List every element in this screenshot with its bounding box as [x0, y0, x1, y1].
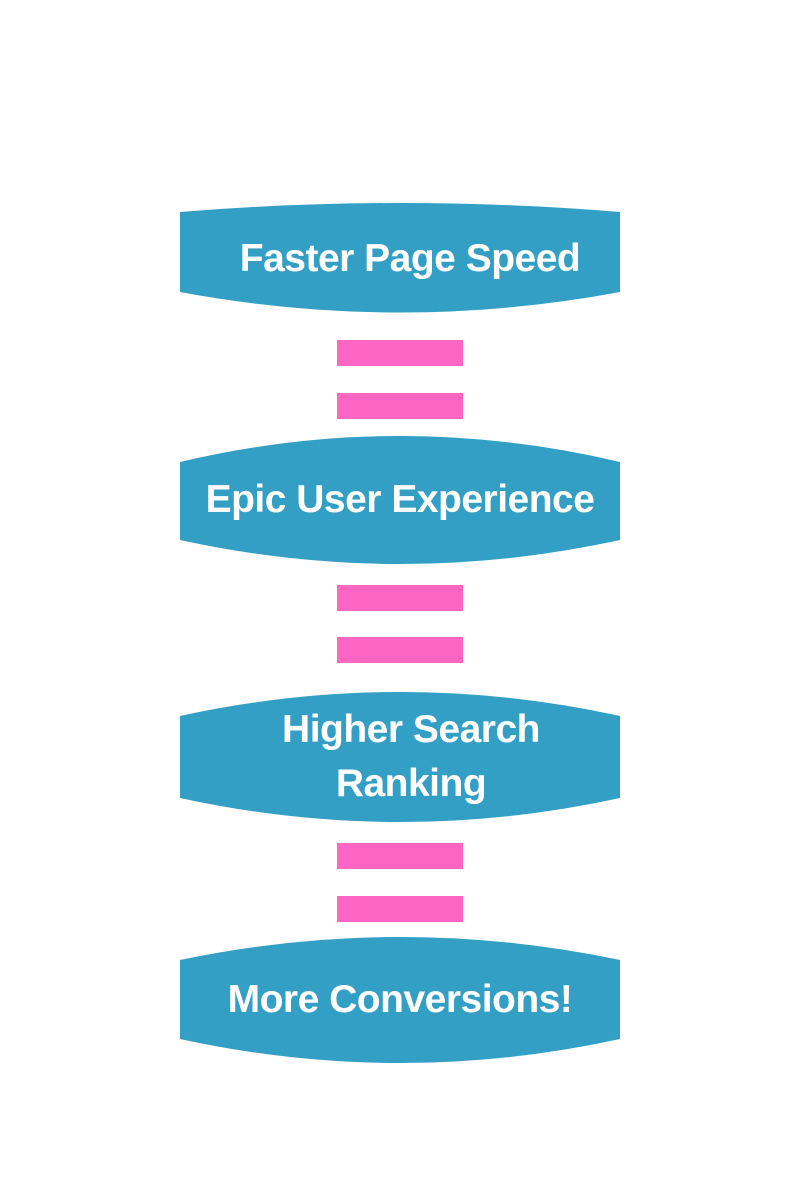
equals-bar-top	[337, 340, 463, 366]
banner-shape	[180, 436, 620, 564]
step-banner-faster-page-speed: Faster Page Speed	[180, 203, 620, 315]
equals-bar-top	[337, 585, 463, 611]
banner-shape	[180, 203, 620, 313]
step-label: Faster Page Speed	[239, 237, 581, 281]
step-label-text: Higher Search Ranking	[282, 708, 540, 805]
equals-bar-bottom	[337, 637, 463, 663]
step-label: More Conversions!	[227, 978, 573, 1022]
banner-shape	[180, 692, 620, 822]
equals-bar-top	[337, 843, 463, 869]
step-label: Higher Search Ranking	[180, 692, 620, 822]
step-banner-more-conversions: More Conversions!	[180, 937, 620, 1063]
step-banner-higher-search-ranking: Higher Search Ranking	[180, 692, 620, 822]
banner-shape	[180, 937, 620, 1063]
equals-bar-bottom	[337, 393, 463, 419]
step-label: Epic User Experience	[205, 478, 595, 522]
step-banner-epic-user-experience: Epic User Experience	[180, 436, 620, 564]
equals-bar-bottom	[337, 896, 463, 922]
